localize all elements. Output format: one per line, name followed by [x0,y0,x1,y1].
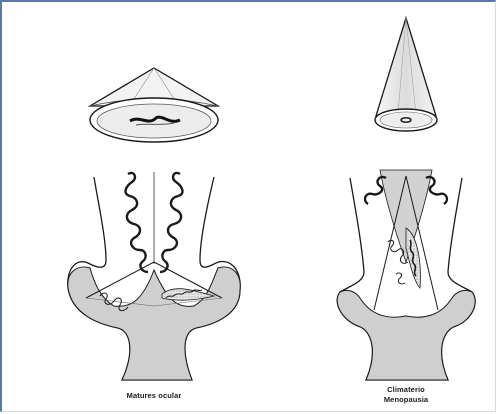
right-panel: Climaterio Menopausia [337,18,475,404]
right-caption-line-2: Menopausia [384,395,429,404]
right-caption-line-1: Climaterio [387,385,425,394]
right-cervix [337,170,475,380]
left-panel: Matures ocular [68,68,240,400]
left-cone [90,68,218,142]
left-caption: Matures ocular [127,391,182,400]
right-cone [375,18,437,131]
left-cervix [68,172,240,380]
